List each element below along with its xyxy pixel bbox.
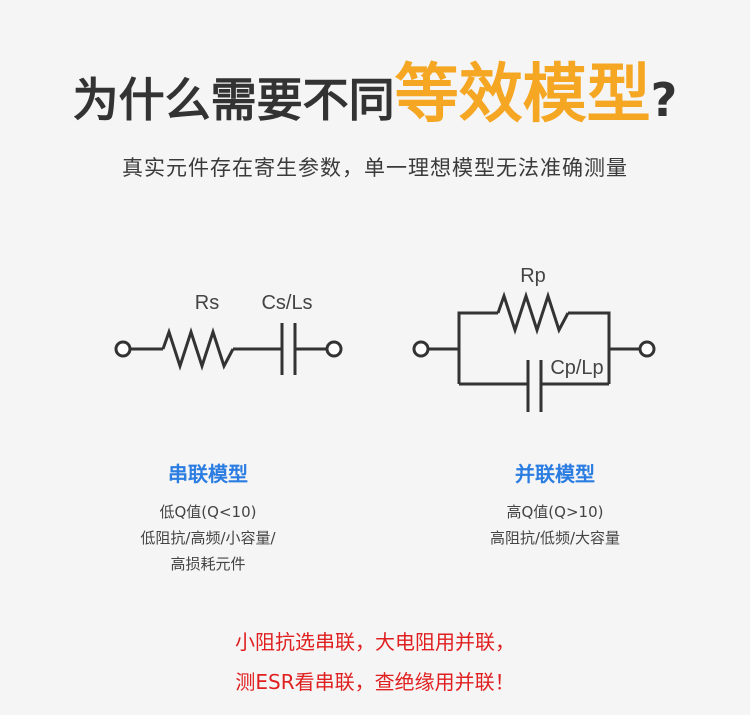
parallel-model-title: 并联模型: [515, 462, 595, 486]
series-resistor-label: Rs: [195, 292, 219, 314]
series-model-line: 低Q值(Q<10): [159, 503, 257, 521]
series-circuit: [114, 323, 343, 375]
parallel-resistor: [496, 291, 570, 335]
series-right-terminal: [325, 340, 343, 358]
page-subtitle: 真实元件存在寄生参数，单一理想模型无法准确测量: [122, 156, 628, 180]
parallel-model-line: 高Q值(Q>10): [506, 503, 604, 521]
parallel-circuit: [412, 291, 656, 412]
parallel-resistor-label: Rp: [520, 265, 546, 287]
series-model-block: 串联模型 低Q值(Q<10) 低阻抗/高频/小容量/ 高损耗元件: [108, 458, 308, 577]
parallel-capacitor-label: Cp/Lp: [550, 357, 603, 379]
series-capacitor-label: Cs/Ls: [261, 292, 312, 314]
parallel-left-terminal: [412, 340, 430, 358]
series-resistor: [161, 327, 235, 371]
title-accent: 等效模型: [394, 58, 651, 132]
parallel-right-terminal: [638, 340, 656, 358]
title-prefix: 为什么需要不同: [72, 73, 395, 127]
series-model-title: 串联模型: [168, 462, 248, 486]
parallel-model-line: 高阻抗/低频/大容量: [489, 529, 621, 547]
series-model-line: 高损耗元件: [170, 555, 246, 573]
conclusion-line: 小阻抗选串联，大电阻用并联，: [235, 630, 515, 654]
series-left-terminal: [114, 340, 132, 358]
series-model-line: 低阻抗/高频/小容量/: [140, 529, 276, 547]
conclusion-line: 测ESR看串联，查绝缘用并联！: [235, 670, 515, 694]
conclusion-block: 小阻抗选串联，大电阻用并联， 测ESR看串联，查绝缘用并联！: [0, 622, 750, 702]
equivalent-circuit-diagram: Rs Cs/Ls Rp Cp/Lp: [114, 265, 656, 412]
page-title: 为什么需要不同等效模型?: [0, 50, 750, 145]
title-suffix: ?: [650, 73, 678, 127]
parallel-model-block: 并联模型 高Q值(Q>10) 高阻抗/低频/大容量: [455, 458, 655, 551]
parallel-left-node: [457, 311, 498, 384]
parallel-right-node: [568, 311, 611, 384]
